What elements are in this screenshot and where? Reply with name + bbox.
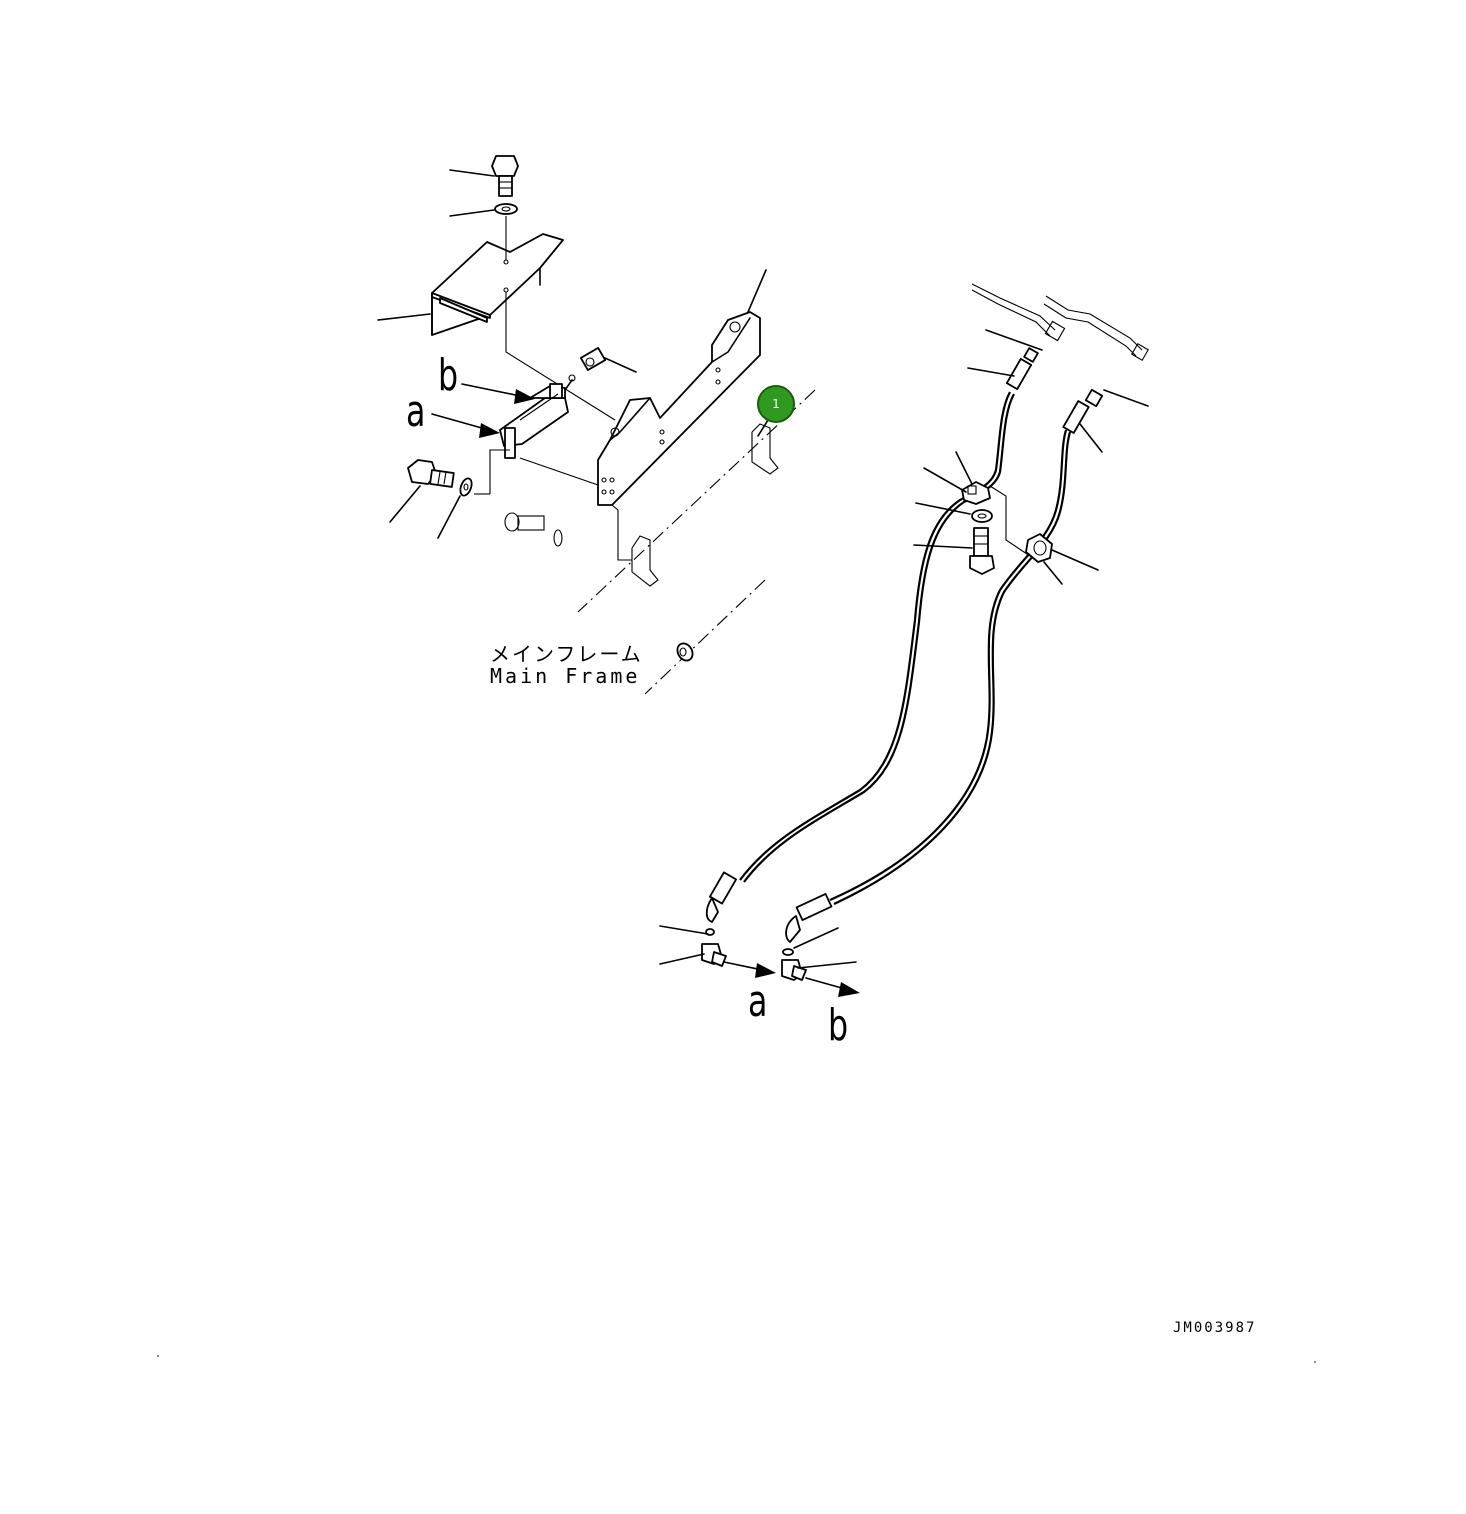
main-frame-label-en: Main Frame: [490, 664, 641, 688]
side-washer: [437, 477, 473, 539]
arrow-a-upper: [431, 413, 500, 438]
drawing-number: JM003987: [1173, 1320, 1257, 1336]
top-washer: [449, 203, 518, 217]
hose-left: [659, 329, 1043, 967]
phantom-pipe-upper: [971, 283, 1149, 361]
ref-label-a-lower: a: [748, 976, 768, 1027]
cover-plate: [377, 233, 564, 336]
ref-label-a-upper: a: [406, 386, 426, 437]
arrow-b-lower: [805, 977, 860, 997]
arrow-a-lower: [723, 961, 776, 978]
phantom-clip-upper: [751, 423, 779, 475]
phantom-clip-lower: [611, 504, 659, 587]
side-bolt: [389, 459, 455, 523]
bracket-fitting: [579, 347, 637, 373]
main-frame-label-jp: メインフレーム: [490, 642, 643, 666]
ref-label-b-upper: b: [438, 350, 459, 401]
ref-label-b-lower: b: [828, 1000, 849, 1051]
arrow-b-upper: [461, 383, 535, 404]
hose-right: [781, 388, 1149, 981]
hose-clamp-upper: [923, 451, 991, 505]
hose-clamp-lower: [1025, 533, 1099, 585]
phantom-bolt: [504, 512, 563, 547]
mounting-bracket: [597, 269, 767, 506]
top-bolt: [449, 155, 519, 197]
clamp-washer: [915, 502, 993, 523]
part-callout-1[interactable]: 1: [757, 385, 795, 423]
main-frame-pin: [676, 642, 694, 662]
sensor-connector-assembly: [499, 374, 576, 459]
clamp-bolt: [913, 527, 995, 575]
